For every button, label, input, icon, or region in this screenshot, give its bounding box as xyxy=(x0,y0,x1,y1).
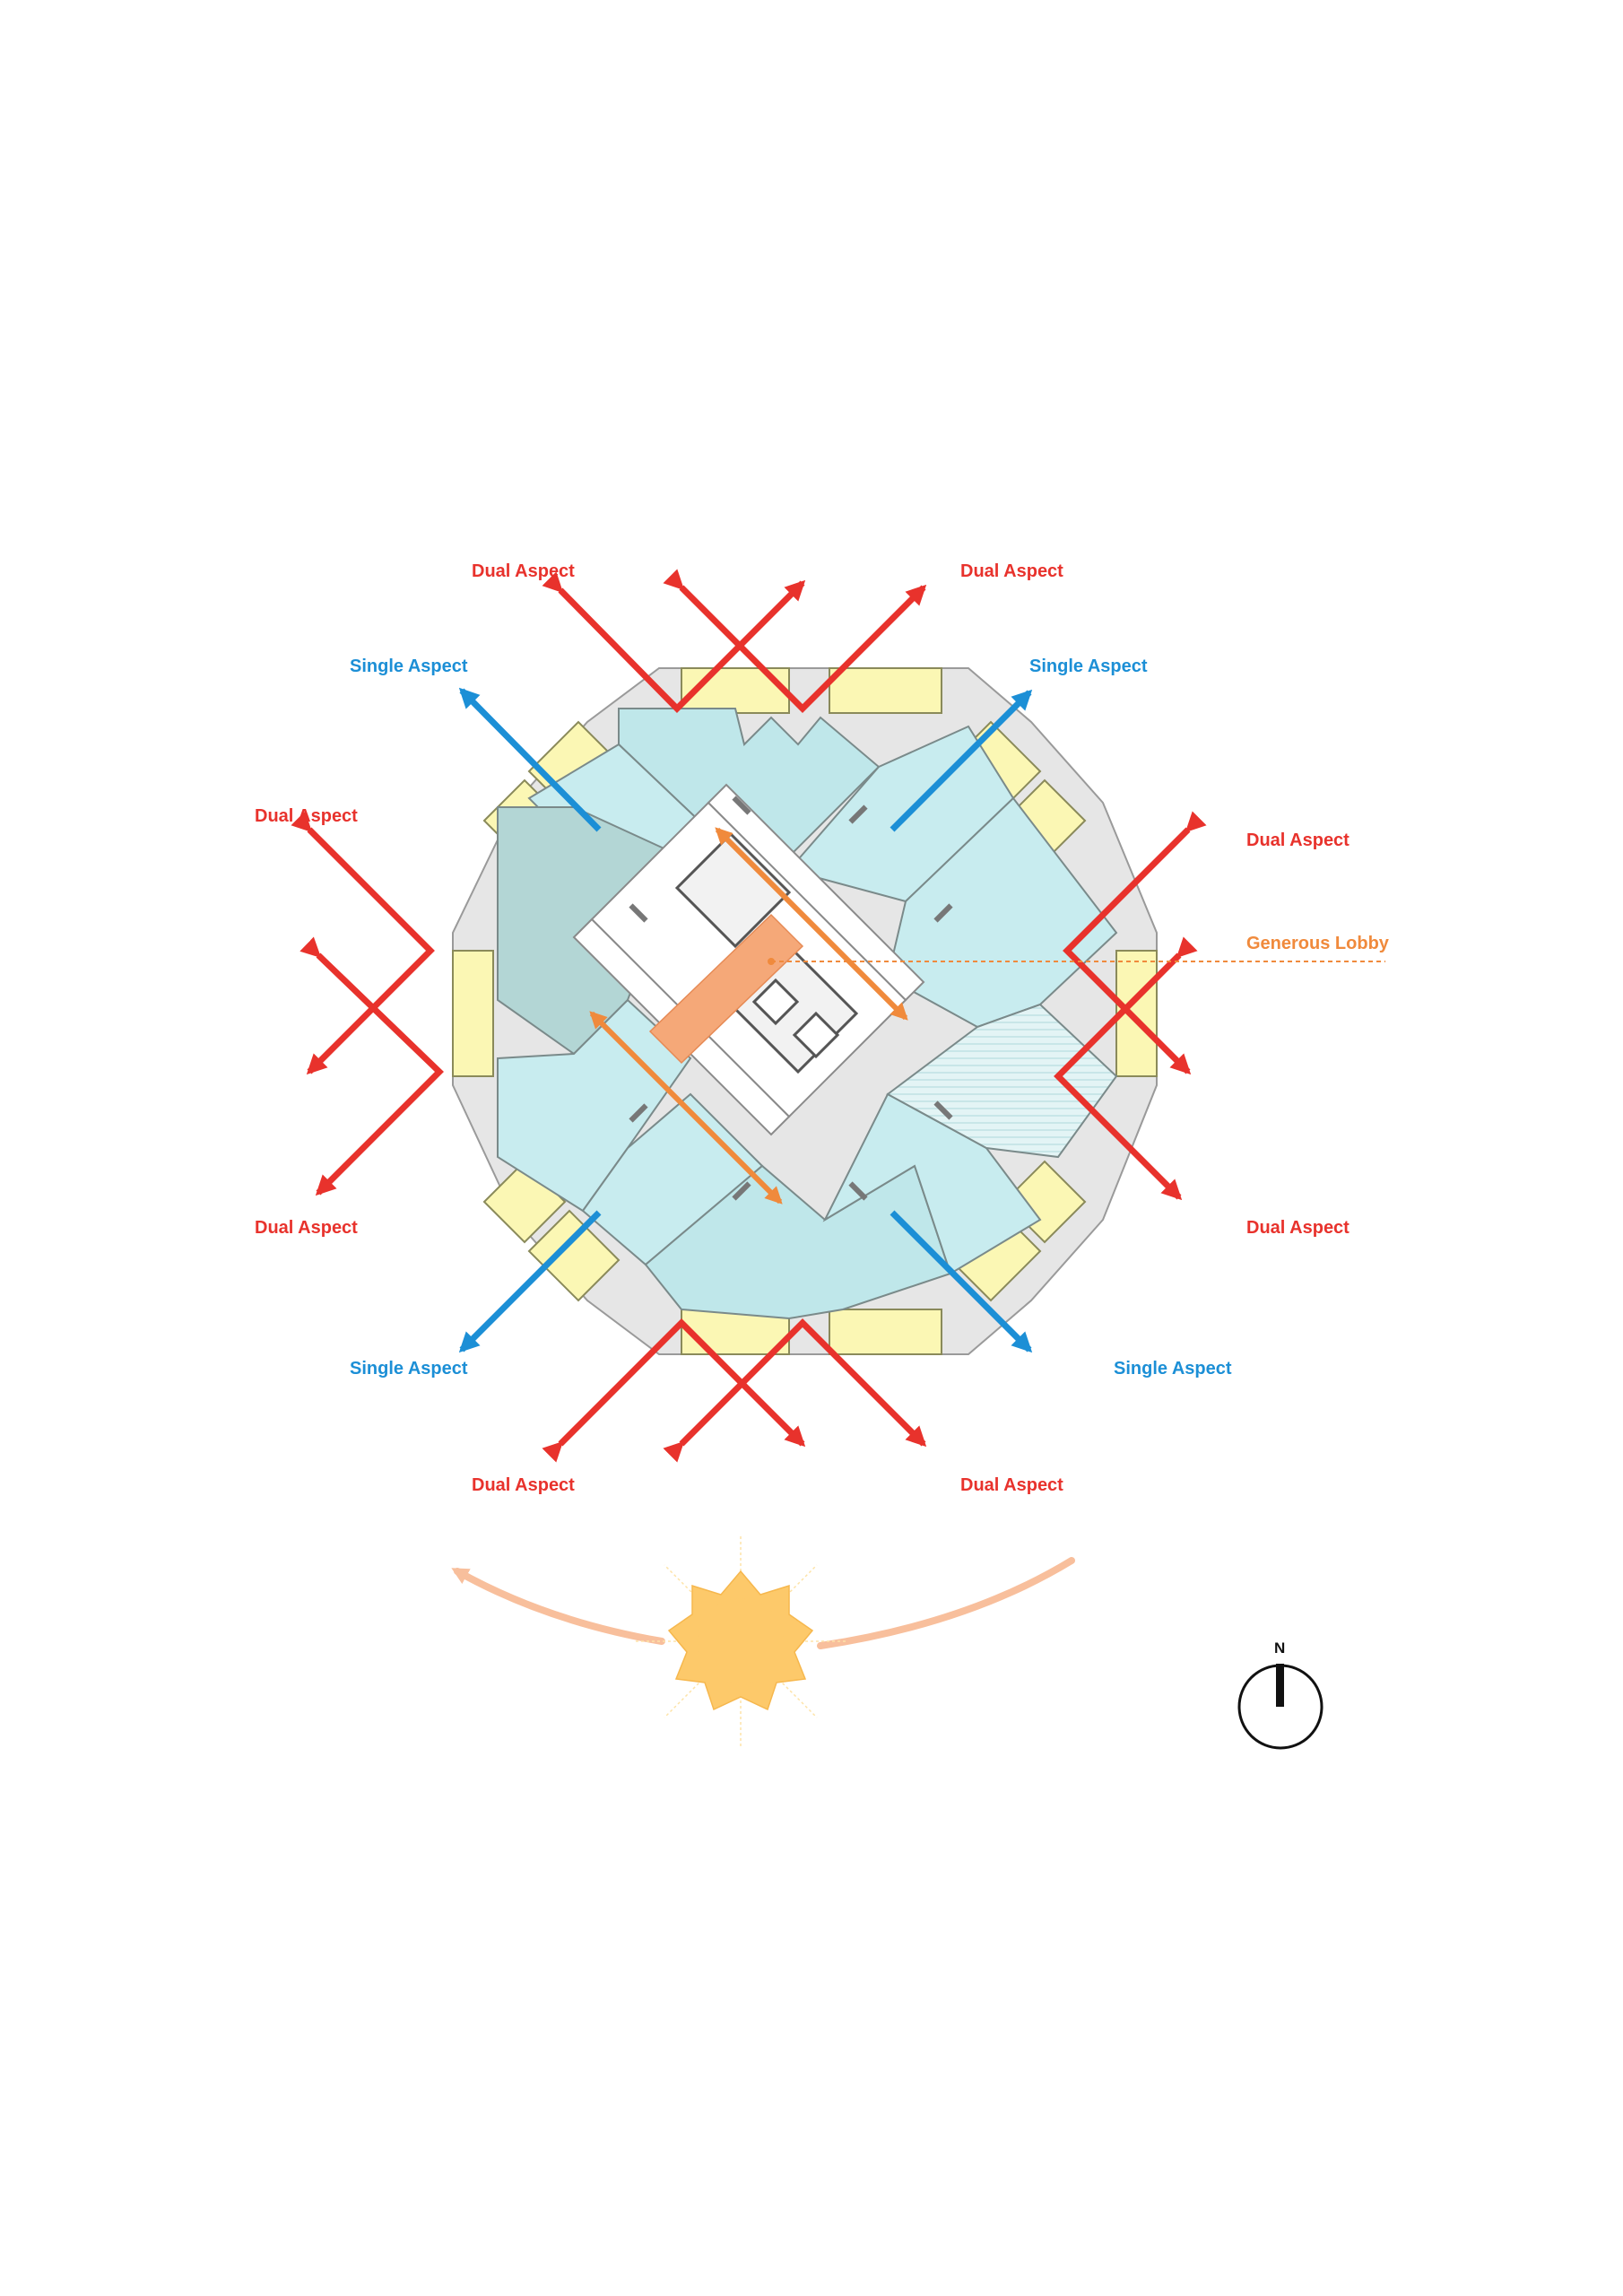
dual-arrow-west-bottom xyxy=(299,936,444,1196)
single-arrow-ne xyxy=(890,689,1033,832)
dual-arrow-south-left xyxy=(542,1318,806,1463)
dual-arrow-east-bottom xyxy=(1054,936,1198,1201)
dual-arrow-north-left xyxy=(542,571,806,713)
balcony-north-2 xyxy=(829,667,942,714)
dual-arrow-north-right xyxy=(663,569,927,713)
sun-path-arrow-left xyxy=(451,1568,665,1645)
lobby-arrows xyxy=(589,827,1385,1205)
balcony-east xyxy=(1115,950,1158,1077)
label-dual-aspect-west-bottom: Dual Aspect xyxy=(255,1218,358,1238)
single-aspect-arrows xyxy=(458,687,1033,1353)
sun-path xyxy=(451,1534,1075,1749)
label-dual-aspect-south-right: Dual Aspect xyxy=(960,1475,1063,1495)
dual-aspect-arrows xyxy=(291,569,1207,1463)
label-dual-aspect-north-left: Dual Aspect xyxy=(472,561,575,581)
lift-shaft-2 xyxy=(792,1011,840,1059)
lobby-arrow-lower xyxy=(589,1011,783,1205)
balcony-west xyxy=(452,950,494,1077)
label-single-aspect-ne: Single Aspect xyxy=(1029,657,1148,676)
single-arrow-sw xyxy=(458,1210,602,1353)
lobby-leader-dot xyxy=(768,958,775,965)
sun-icon xyxy=(633,1534,848,1749)
label-north: N xyxy=(1274,1639,1285,1657)
label-single-aspect-sw: Single Aspect xyxy=(350,1359,468,1378)
label-single-aspect-nw: Single Aspect xyxy=(350,657,468,676)
label-dual-aspect-east-top: Dual Aspect xyxy=(1246,831,1350,850)
single-arrow-nw xyxy=(458,687,602,832)
label-dual-aspect-south-left: Dual Aspect xyxy=(472,1475,575,1495)
label-dual-aspect-east-bottom: Dual Aspect xyxy=(1246,1218,1350,1238)
label-single-aspect-se: Single Aspect xyxy=(1114,1359,1232,1378)
label-generous-lobby: Generous Lobby xyxy=(1246,934,1390,953)
dual-arrow-east-top xyxy=(1063,811,1207,1075)
label-dual-aspect-west-top: Dual Aspect xyxy=(255,806,358,826)
lobby-arrow-upper xyxy=(715,827,908,1021)
dual-arrow-west-top xyxy=(291,811,435,1075)
aspect-labels: Dual Aspect Dual Aspect Dual Aspect Dual… xyxy=(255,561,1390,1495)
north-arrow-icon: N xyxy=(1237,1639,1324,1750)
unit-east-hatched xyxy=(886,1003,1118,1159)
label-dual-aspect-north-right: Dual Aspect xyxy=(960,561,1063,581)
sun-path-arrow-icon xyxy=(817,1557,1075,1649)
single-arrow-se xyxy=(890,1210,1033,1353)
balcony-sw-2 xyxy=(527,1209,621,1302)
balcony-south-2 xyxy=(829,1309,942,1355)
dual-arrow-south-right xyxy=(663,1318,927,1463)
